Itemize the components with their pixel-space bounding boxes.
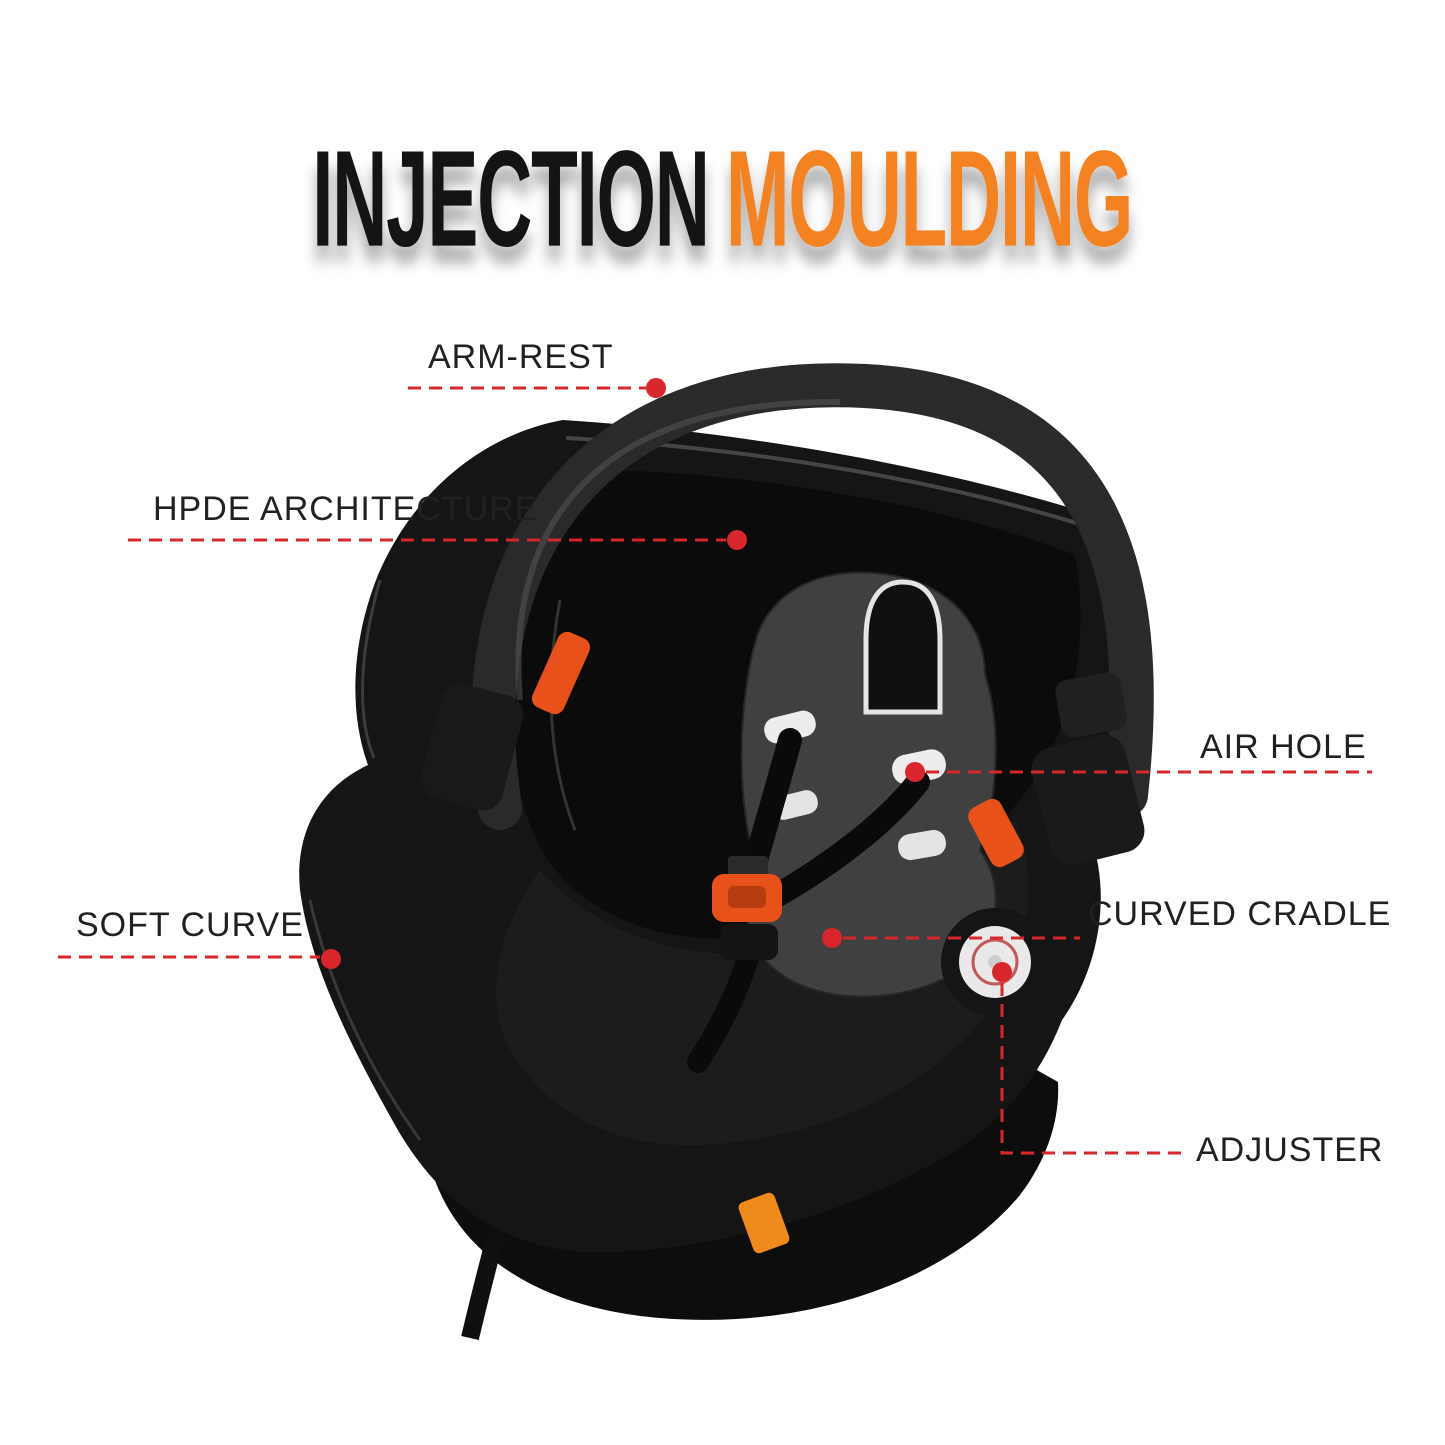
head-slot-arch: [863, 579, 943, 715]
callout-label-curved-cradle: CURVED CRADLE: [1088, 895, 1392, 933]
handle-hub-left: [420, 683, 524, 811]
handle-clip-right: [968, 798, 1024, 868]
callout-dot-air-hole: [905, 762, 925, 782]
warning-sticker: [738, 1192, 790, 1254]
title-word-moulding: MOULDING: [726, 121, 1134, 275]
harness-buckle: [712, 856, 782, 960]
callout-label-arm-rest: ARM-REST: [428, 338, 614, 376]
callout-dot-soft-curve: [321, 949, 341, 969]
handle-clip-left: [531, 631, 591, 715]
callout-label-air-hole: AIR HOLE: [1200, 728, 1367, 766]
callout-dot-curved-cradle: [822, 928, 842, 948]
callout-label-adjuster: ADJUSTER: [1196, 1131, 1384, 1169]
harness-straps: [687, 728, 930, 1073]
callout-dot-adjuster: [992, 962, 1012, 982]
leader-adjuster: [1000, 983, 1188, 1155]
handle-hub-right: [1031, 734, 1145, 866]
callout-label-soft-curve: SOFT CURVE: [76, 906, 304, 944]
callout-dot-hpde: [727, 530, 747, 550]
leader-lines: [58, 378, 1372, 1155]
callout-dot-arm-rest: [646, 378, 666, 398]
callout-label-hpde-architecture: HPDE ARCHITECTURE: [153, 490, 539, 528]
adjuster-knob: [941, 908, 1049, 1016]
rocker-base: [430, 1052, 1059, 1320]
carry-handle: [420, 363, 1154, 868]
title-word-injection: INJECTION: [312, 121, 711, 275]
